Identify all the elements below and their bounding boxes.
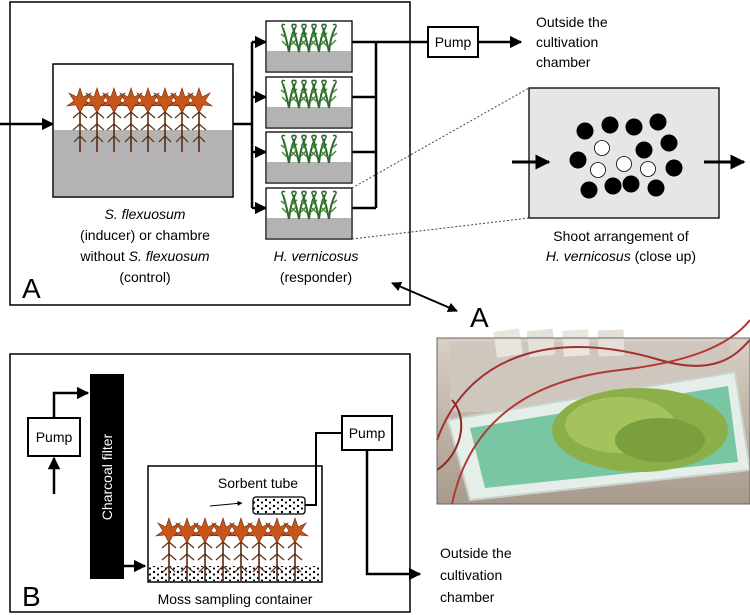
svg-text:S. flexuosum: S. flexuosum [105,206,186,222]
pump-b-right-label: Pump [349,425,386,441]
responder-chamber [265,20,353,73]
svg-text:without S. flexuosum: without S. flexuosum [79,248,210,264]
svg-text:Outside the: Outside the [536,14,608,30]
chamber-photo [436,319,750,505]
responder-chambers [265,20,353,240]
responder-chamber [265,187,353,240]
pump-b-left-outlet-arrow [52,386,90,418]
moss-sampling-container [147,465,323,583]
inducer-chamber [52,63,234,198]
photo-letter: A [470,302,489,333]
svg-text:Outside the: Outside the [440,545,512,561]
sorbent-tube [252,496,306,515]
charcoal-filter-label: Charcoal filter [99,433,115,520]
svg-text:(control): (control) [119,269,170,285]
container-label: Moss sampling container [158,591,313,607]
pump-b-right [341,415,393,451]
svg-text:(responder): (responder) [280,269,352,285]
outlet-manifold [352,40,428,210]
pump-b-left-label: Pump [36,429,73,445]
svg-text:chamber: chamber [440,589,495,605]
airflow-arrow [209,500,243,507]
photo-link-arrow [391,281,458,313]
svg-text:chamber: chamber [536,54,591,70]
responder-chamber [265,76,353,129]
responder-chamber [265,131,353,184]
svg-text:cultivation: cultivation [536,34,598,50]
svg-text:cultivation: cultivation [440,567,502,583]
outside-label-b: Outside the cultivation chamber [440,545,512,605]
pump-a-label: Pump [435,34,472,50]
pump-b-right-outlet-arrow [365,450,422,581]
closeup-caption-1: Shoot arrangement of [553,228,689,244]
zoom-line [351,217,530,240]
panel-a-letter: A [22,273,41,304]
zoom-line [351,87,530,189]
responder-caption: H. vernicosus (responder) [274,248,359,285]
charcoal-filter [90,374,124,579]
inlet-manifold [233,35,268,215]
sorbent-tube-label: Sorbent tube [218,475,298,491]
panel-b-letter: B [22,581,41,612]
inducer-caption: S. flexuosum (inducer) or chambre withou… [79,206,210,285]
svg-text:(inducer) or chambre: (inducer) or chambre [80,227,210,243]
closeup-box [512,87,746,219]
sorbent-to-pump-line [305,432,342,506]
closeup-caption-2: H. vernicosus (close up) [546,248,696,264]
outside-label-a: Outside the cultivation chamber [536,14,608,70]
svg-text:H. vernicosus: H. vernicosus [274,248,359,264]
shoot-dots [569,113,683,199]
